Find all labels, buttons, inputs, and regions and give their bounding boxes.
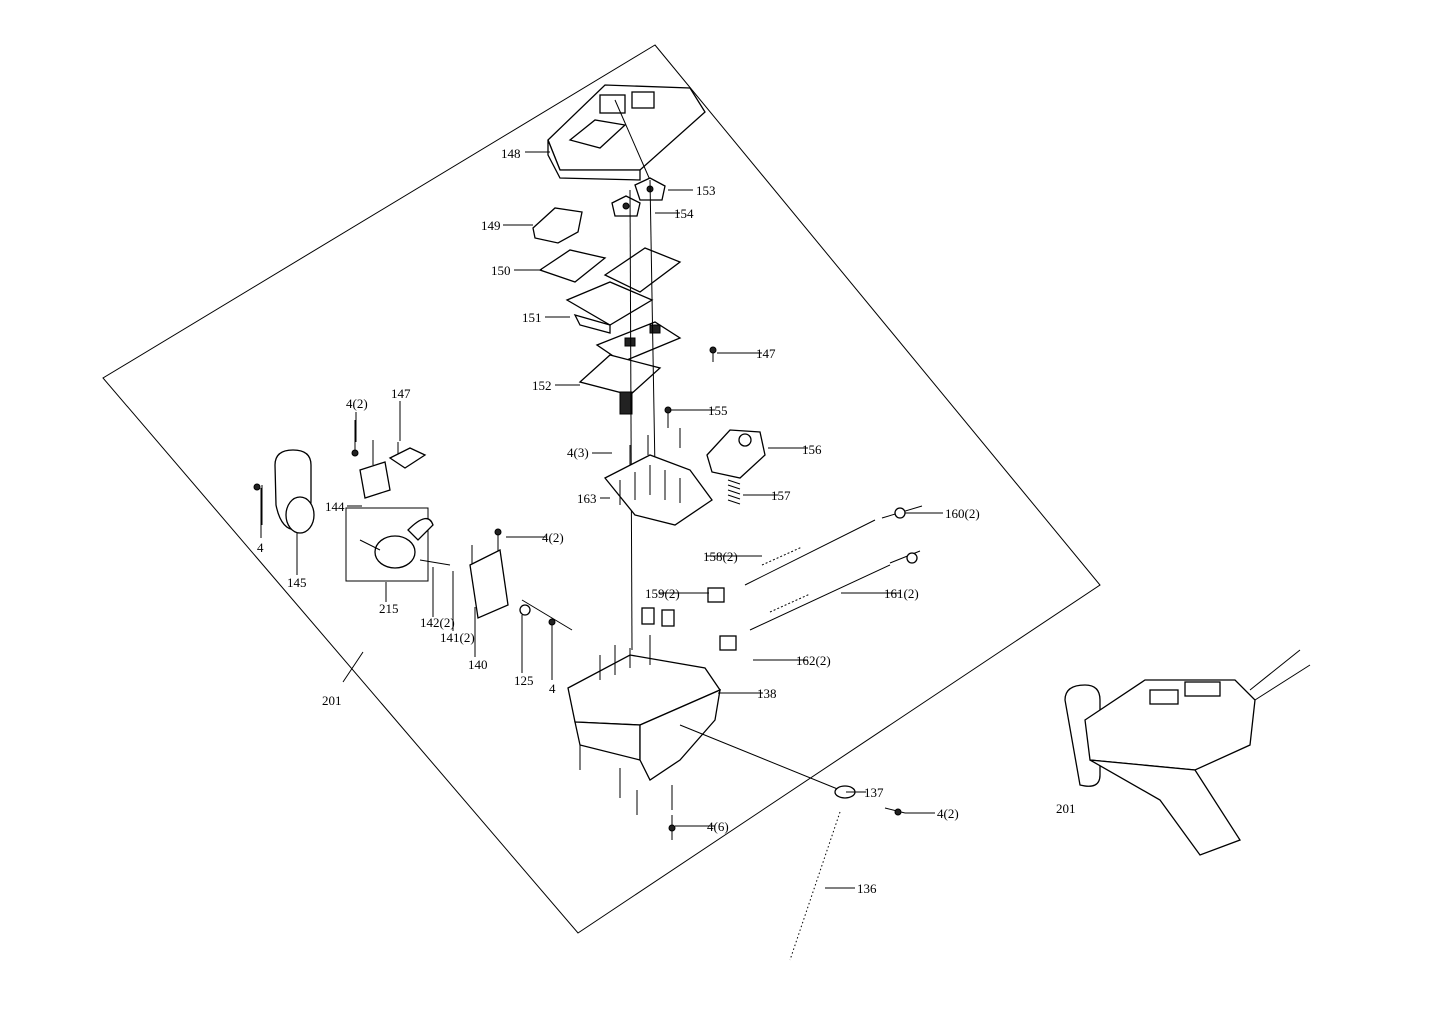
part-label-157: 157 [771,488,791,503]
part-156-cap [706,429,766,479]
part-145-handle [274,449,315,534]
chip [649,324,661,334]
part-152-main-board [578,354,662,415]
part-215-group-box [345,507,429,582]
part-150-film [538,249,607,283]
clip [661,609,675,627]
part-label-161-2: 161(2) [884,586,919,601]
part-138-base [567,635,721,781]
part-label-137: 137 [864,785,884,800]
part-label-4-3: 4(3) [567,445,589,460]
part-label-154: 154 [674,206,694,221]
part-label-4-2: 4(2) [542,530,564,545]
assembly-boundary [102,44,1101,934]
part-button-board [603,247,682,293]
part-148-top-cover [547,84,706,181]
part-label-201: 201 [322,693,342,708]
part-147-plate [388,447,427,469]
part-label-147: 147 [756,346,776,361]
part-label-152: 152 [532,378,552,393]
part-label-160-2: 160(2) [945,506,980,521]
part-label-149: 149 [481,218,501,233]
part-label-153: 153 [696,183,716,198]
part-label-151: 151 [522,310,542,325]
part-157-spring [727,479,741,505]
part-label-215: 215 [379,601,399,616]
part-144-bracket [359,461,391,499]
part-163-housing [603,454,713,526]
part-label-138: 138 [757,686,777,701]
part-label-141-2: 141(2) [440,630,475,645]
part-label-155: 155 [708,403,728,418]
cables [744,505,923,631]
part-label-142-2: 142(2) [420,615,455,630]
part-label-201: 201 [1056,801,1076,816]
part-158-spring [761,546,803,566]
part-159-block [707,587,725,603]
part-label-148: 148 [501,146,521,161]
leader-lines [260,151,943,889]
part-215-motor [359,518,451,569]
part-label-4-2: 4(2) [346,396,368,411]
part-label-147: 147 [391,386,411,401]
part-149-label [532,207,583,244]
part-161-spring [769,593,811,613]
screws [253,346,906,840]
part-label-158-2: 158(2) [703,549,738,564]
part-label-163: 163 [577,491,597,506]
part-label-4-6: 4(6) [707,819,729,834]
part-label-144: 144 [325,499,345,514]
part-label-150: 150 [491,263,511,278]
part-label-159-2: 159(2) [645,586,680,601]
chip [624,337,636,347]
part-label-4: 4 [257,540,264,555]
part-label-4-2: 4(2) [937,806,959,821]
part-160-nut [894,507,906,519]
part-154-button [611,195,641,217]
nut [906,552,918,564]
part-136-strap [789,811,841,961]
part-label-136: 136 [857,881,877,896]
part-label-140: 140 [468,657,488,672]
part-label-125: 125 [514,673,534,688]
part-140-plate [469,549,509,619]
part-label-156: 156 [802,442,822,457]
part-label-162-2: 162(2) [796,653,831,668]
part-label-145: 145 [287,575,307,590]
part-201-assembled-view [1064,649,1311,856]
clip [641,607,655,625]
part-label-4: 4 [549,681,556,696]
part-162-block [719,635,737,651]
